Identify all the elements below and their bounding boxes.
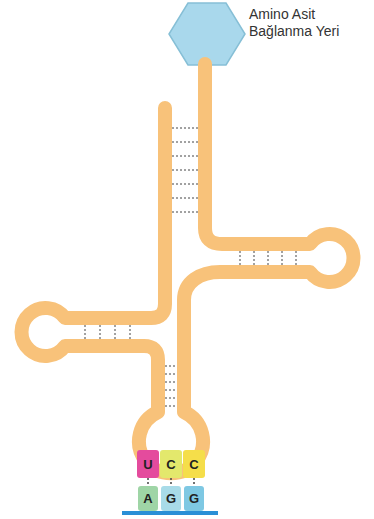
amino-acid-site <box>169 3 245 65</box>
base-letter: U <box>143 457 152 472</box>
part-label: Amino Asit Bağlanma Yeri <box>249 6 367 40</box>
base-pair-bond <box>147 478 149 486</box>
base-letter: C <box>189 457 198 472</box>
codon-base: G <box>184 486 204 511</box>
hydrogen-bonds <box>85 128 296 406</box>
codon-base: A <box>138 486 158 511</box>
trna-strand <box>22 64 354 473</box>
mrna-strand <box>122 511 218 515</box>
anticodon-base: C <box>183 450 205 478</box>
codon-base: G <box>161 486 181 511</box>
anticodon-base: C <box>160 450 182 478</box>
base-letter: G <box>189 491 199 506</box>
base-letter: A <box>143 491 152 506</box>
base-pair-bond <box>193 478 195 486</box>
anticodon-base: U <box>137 450 159 478</box>
base-letter: G <box>166 491 176 506</box>
base-letter: C <box>166 457 175 472</box>
base-pair-bond <box>170 478 172 486</box>
